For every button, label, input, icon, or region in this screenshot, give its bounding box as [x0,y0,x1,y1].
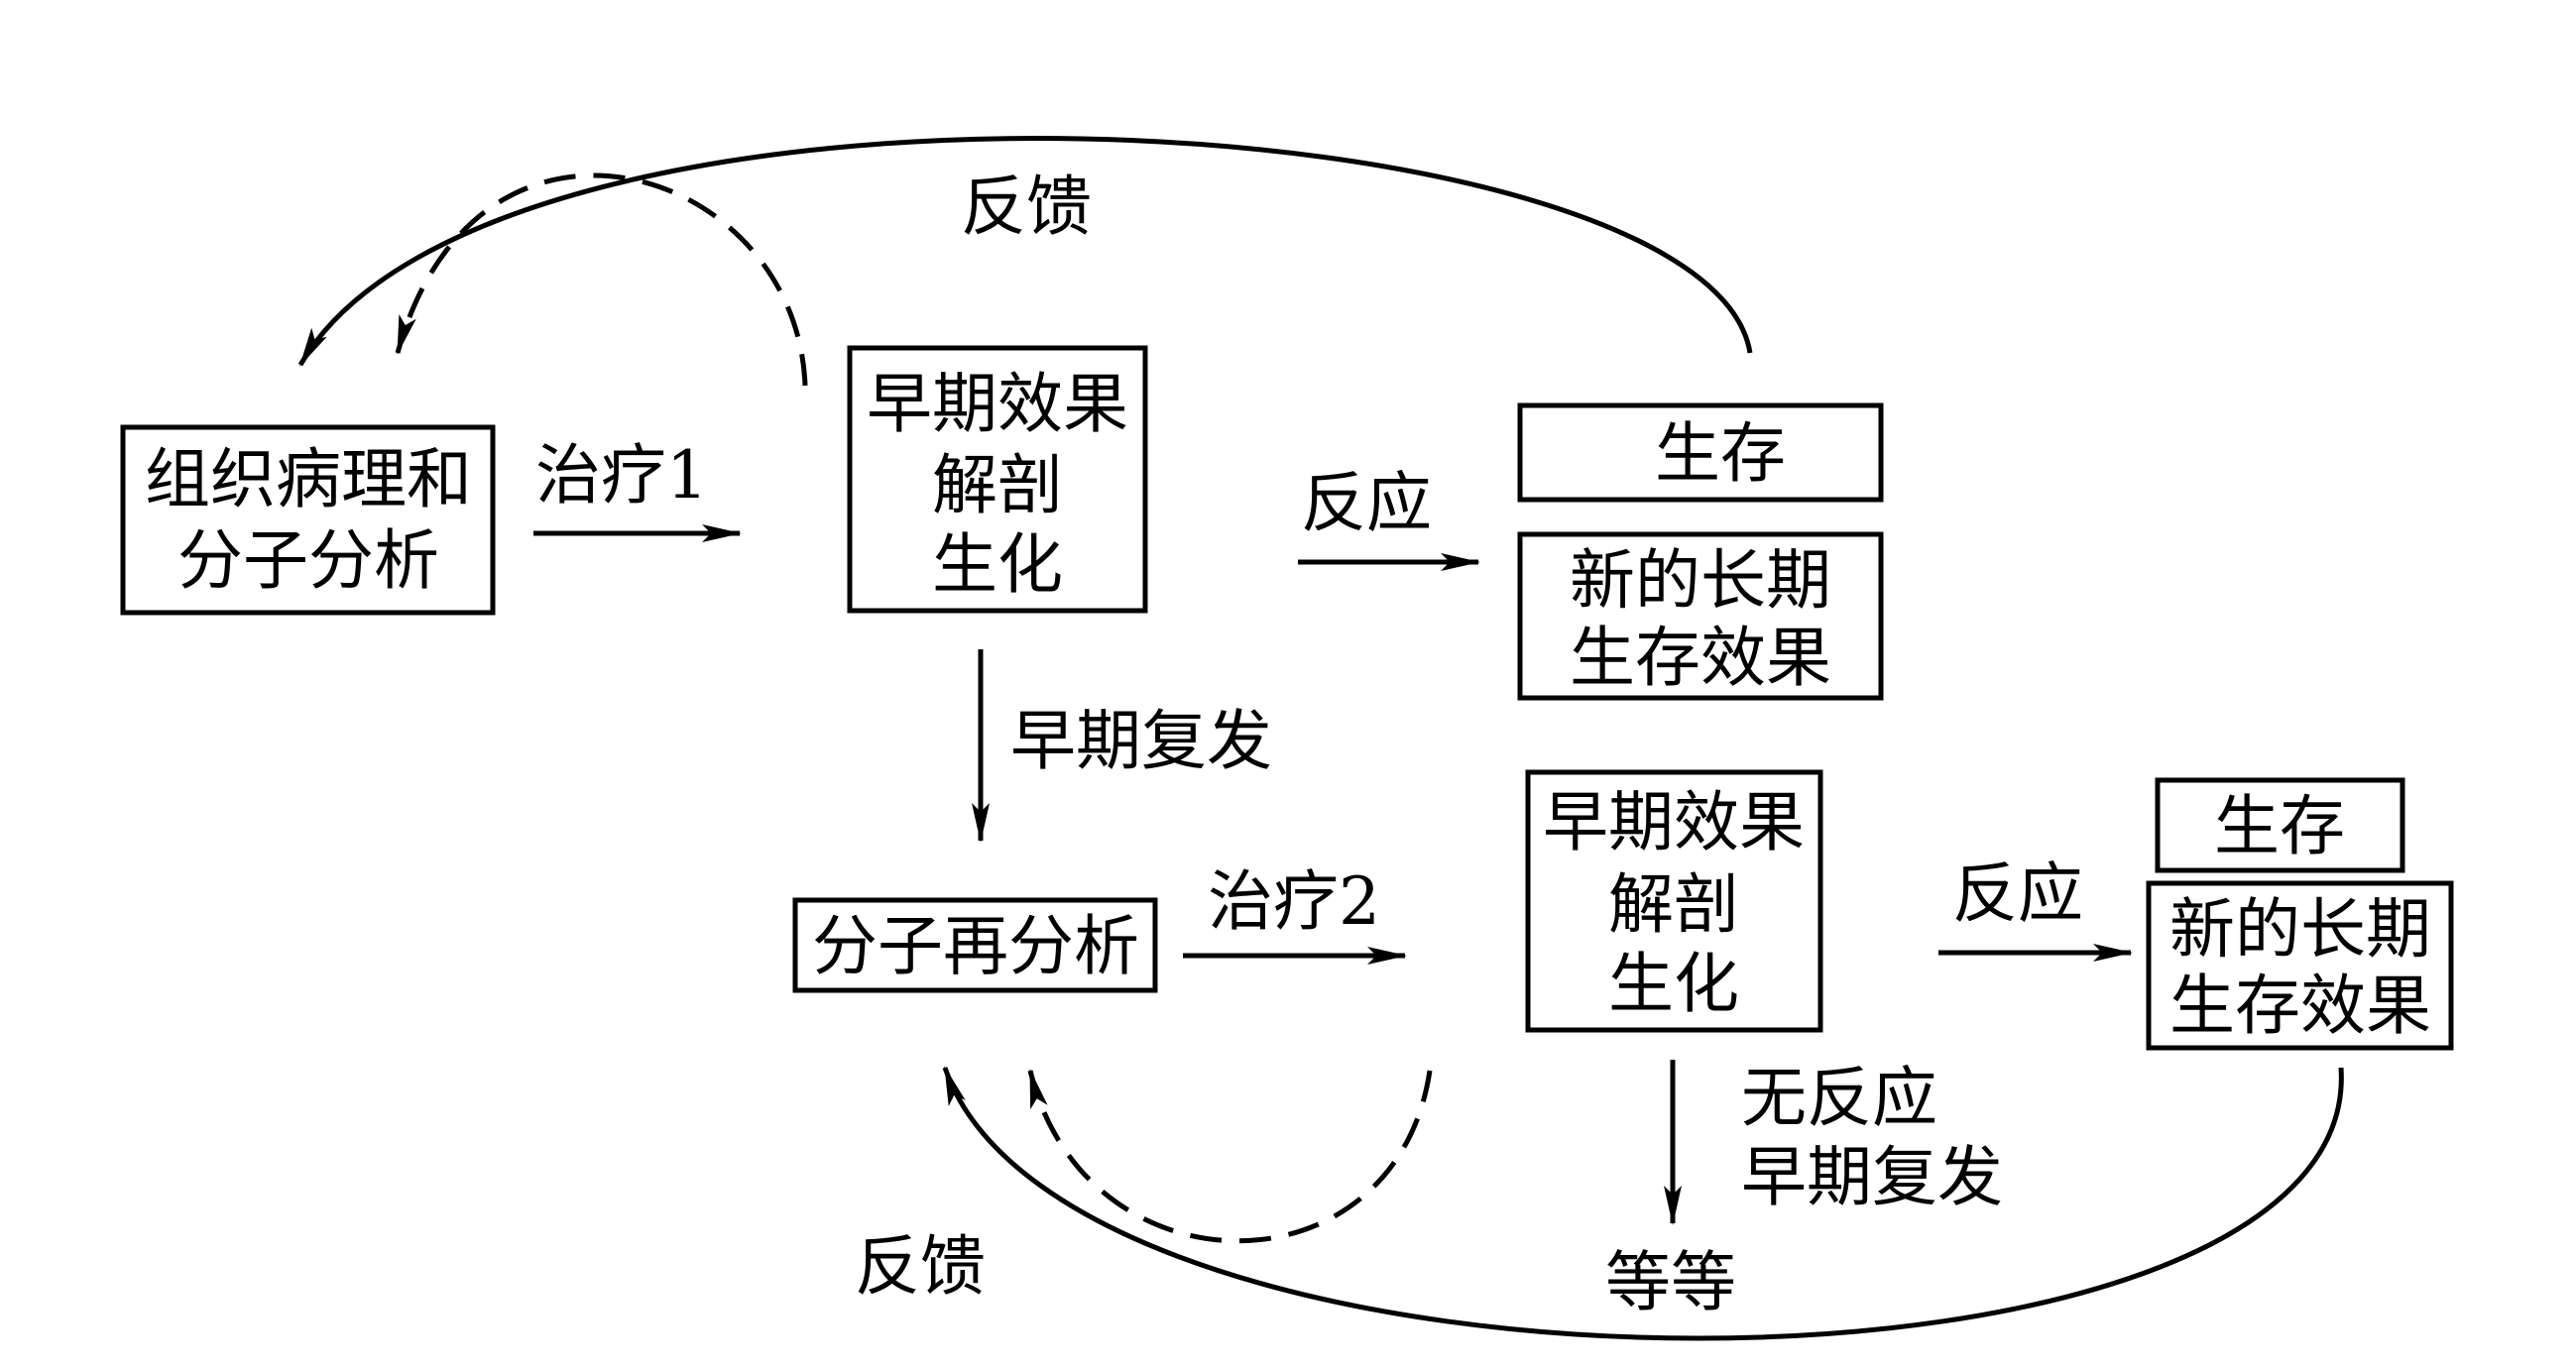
treatment-1-label: 治疗1 [535,437,708,514]
early-effect-1-line-3: 生化 [932,526,1063,603]
feedback-top-dashed-arc [395,172,808,387]
histology-molecular-analysis-box [120,424,496,616]
histology-box-line-1: 组织病理和 [145,441,472,517]
molecular-reanalysis-box [792,897,1158,993]
feedback-top-solid-arc [297,136,1753,367]
molecular-reanalysis-text: 分子再分析 [812,908,1139,984]
new-long-term-1-line-2: 生存效果 [1570,620,1831,696]
treatment-2-label: 治疗2 [1208,863,1380,940]
feedback-bottom-solid-arc [942,1066,2344,1341]
early-effect-2-box [1525,769,1823,1033]
survival-1-box [1517,402,1884,503]
new-long-term-2-line-1: 新的长期 [2169,891,2431,968]
etc-text: 等等 [1605,1244,1736,1320]
early-relapse-1-label: 早期复发 [1010,703,1272,779]
feedback-top-label: 反馈 [961,169,1092,245]
new-long-term-1-line-1: 新的长期 [1570,542,1831,619]
no-response-label-line-1: 无反应 [1741,1060,1937,1136]
early-effect-2-line-2: 解剖 [1608,866,1739,943]
new-long-term-effect-2-box [2146,880,2454,1051]
response-1-label: 反应 [1301,465,1432,541]
survival-2-box [2155,777,2405,873]
feedback-bottom-label: 反馈 [855,1228,986,1305]
early-effect-1-box [847,345,1148,614]
survival-2-text: 生存 [2214,788,2345,864]
early-effect-1-line-2: 解剖 [932,447,1063,523]
histology-box-line-2: 分子分析 [177,522,439,599]
no-response-label-line-2: 早期复发 [1741,1139,2003,1215]
new-long-term-effect-1-box [1517,531,1884,701]
survival-1-text: 生存 [1655,415,1786,492]
response-2-label: 反应 [1952,856,2083,932]
early-effect-2-line-3: 生化 [1608,946,1739,1022]
new-long-term-2-line-2: 生存效果 [2169,968,2431,1044]
early-effect-1-line-1: 早期效果 [867,366,1128,442]
early-effect-2-line-1: 早期效果 [1543,784,1805,860]
